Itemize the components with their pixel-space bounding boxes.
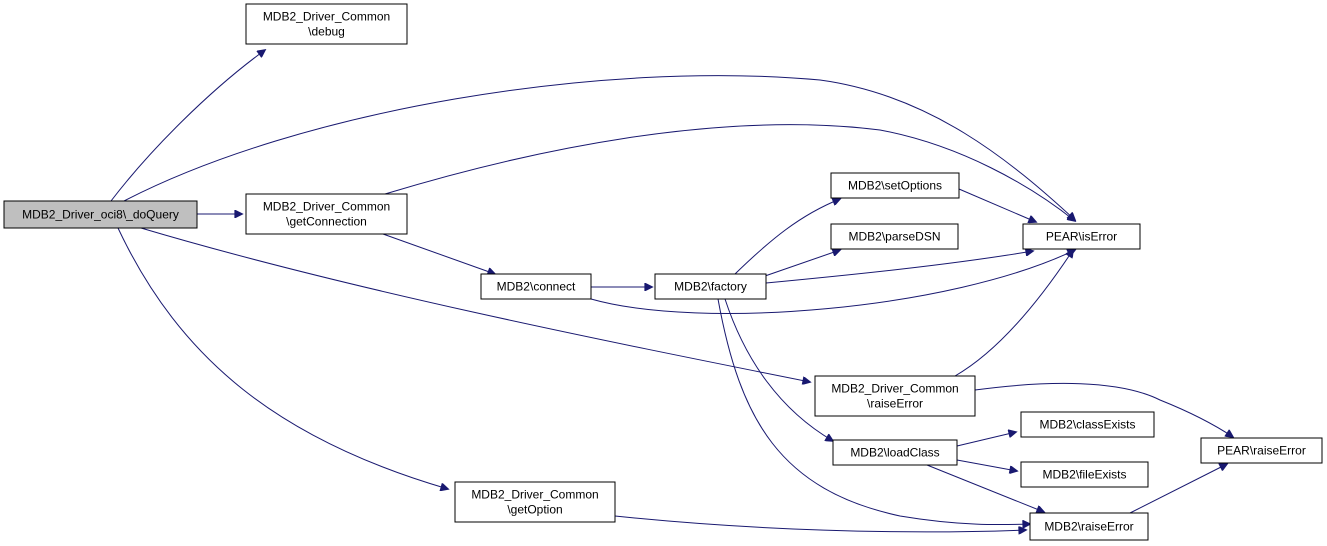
node-factory[interactable]: MDB2\factory (654, 273, 767, 300)
node-mdb2RaiseError[interactable]: MDB2\raiseError (1029, 512, 1149, 541)
edge-factory-to-pearIsError (765, 251, 1033, 284)
node-label-commonRaiseError-line-1: \raiseError (867, 397, 923, 411)
node-pearIsError[interactable]: PEAR\isError (1022, 223, 1141, 250)
node-box-classExists (1020, 411, 1155, 438)
node-getConnection[interactable]: MDB2_Driver_Common\getConnection (245, 193, 408, 235)
edge-commonRaiseError-to-pearIsError (954, 250, 1073, 377)
node-box-getOption (454, 481, 616, 523)
node-doQuery[interactable]: MDB2_Driver_oci8\_doQuery (3, 200, 198, 229)
edge-factory-to-mdb2RaiseError (717, 298, 1030, 525)
node-box-pearRaiseError (1200, 437, 1323, 464)
edge-loadClass-to-fileExists (956, 459, 1017, 471)
node-label-connect-line-0: MDB2\connect (497, 280, 576, 294)
node-box-connect (480, 273, 592, 300)
edge-doQuery-to-commonRaiseError (140, 227, 810, 382)
node-label-factory-line-0: MDB2\factory (674, 280, 747, 294)
node-label-getConnection-line-0: MDB2_Driver_Common (263, 200, 390, 214)
node-box-loadClass (832, 439, 958, 466)
node-box-setOptions (830, 172, 960, 199)
node-box-mdb2RaiseError (1029, 512, 1149, 541)
node-box-pearIsError (1022, 223, 1141, 250)
node-label-mdb2RaiseError-line-0: MDB2\raiseError (1044, 520, 1133, 534)
edge-factory-to-loadClass (724, 298, 833, 441)
node-connect[interactable]: MDB2\connect (480, 273, 592, 300)
node-box-factory (654, 273, 767, 300)
node-label-pearRaiseError-line-0: PEAR\raiseError (1217, 444, 1306, 458)
nodes-layer: MDB2_Driver_oci8\_doQueryMDB2_Driver_Com… (3, 3, 1323, 541)
node-getOption[interactable]: MDB2_Driver_Common\getOption (454, 481, 616, 523)
edge-getConnection-to-connect (382, 233, 495, 274)
edge-getConnection-to-pearIsError (384, 124, 1075, 221)
edge-setOptions-to-pearIsError (958, 188, 1036, 222)
node-setOptions[interactable]: MDB2\setOptions (830, 172, 960, 199)
node-box-debug (245, 3, 408, 45)
node-box-getConnection (245, 193, 408, 235)
node-debug[interactable]: MDB2_Driver_Common\debug (245, 3, 408, 45)
node-label-debug-line-0: MDB2_Driver_Common (263, 10, 390, 24)
edge-mdb2RaiseError-to-pearRaiseError (1129, 464, 1227, 514)
node-label-pearIsError-line-0: PEAR\isError (1046, 230, 1117, 244)
node-parseDSN[interactable]: MDB2\parseDSN (830, 223, 959, 250)
edge-factory-to-parseDSN (764, 250, 840, 277)
node-box-commonRaiseError (814, 375, 976, 417)
node-pearRaiseError[interactable]: PEAR\raiseError (1200, 437, 1323, 464)
node-label-debug-line-1: \debug (308, 25, 345, 39)
node-label-getOption-line-1: \getOption (507, 503, 562, 517)
node-loadClass[interactable]: MDB2\loadClass (832, 439, 958, 466)
edge-connect-to-pearIsError (590, 250, 1075, 314)
edge-doQuery-to-getOption (117, 227, 448, 489)
node-label-loadClass-line-0: MDB2\loadClass (850, 446, 939, 460)
node-label-doQuery-line-0: MDB2_Driver_oci8\_doQuery (22, 208, 179, 222)
edge-doQuery-to-debug (110, 50, 265, 202)
node-label-commonRaiseError-line-0: MDB2_Driver_Common (831, 382, 958, 396)
node-label-parseDSN-line-0: MDB2\parseDSN (848, 230, 940, 244)
node-label-getConnection-line-1: \getConnection (286, 215, 367, 229)
node-label-fileExists-line-0: MDB2\fileExists (1042, 468, 1126, 482)
node-box-doQuery (3, 200, 198, 229)
edge-loadClass-to-classExists (956, 432, 1016, 447)
edge-doQuery-to-pearIsError (123, 75, 1075, 220)
node-fileExists[interactable]: MDB2\fileExists (1020, 461, 1149, 488)
node-label-setOptions-line-0: MDB2\setOptions (848, 179, 942, 193)
edge-commonRaiseError-to-pearRaiseError (974, 382, 1233, 437)
node-box-parseDSN (830, 223, 959, 250)
edge-factory-to-setOptions (734, 199, 840, 275)
edge-getOption-to-mdb2RaiseError (614, 515, 1026, 532)
node-commonRaiseError[interactable]: MDB2_Driver_Common\raiseError (814, 375, 976, 417)
node-label-classExists-line-0: MDB2\classExists (1039, 418, 1135, 432)
node-classExists[interactable]: MDB2\classExists (1020, 411, 1155, 438)
edges-layer (110, 50, 1233, 532)
edge-loadClass-to-mdb2RaiseError (926, 464, 1044, 512)
node-label-getOption-line-0: MDB2_Driver_Common (471, 488, 598, 502)
node-box-fileExists (1020, 461, 1149, 488)
